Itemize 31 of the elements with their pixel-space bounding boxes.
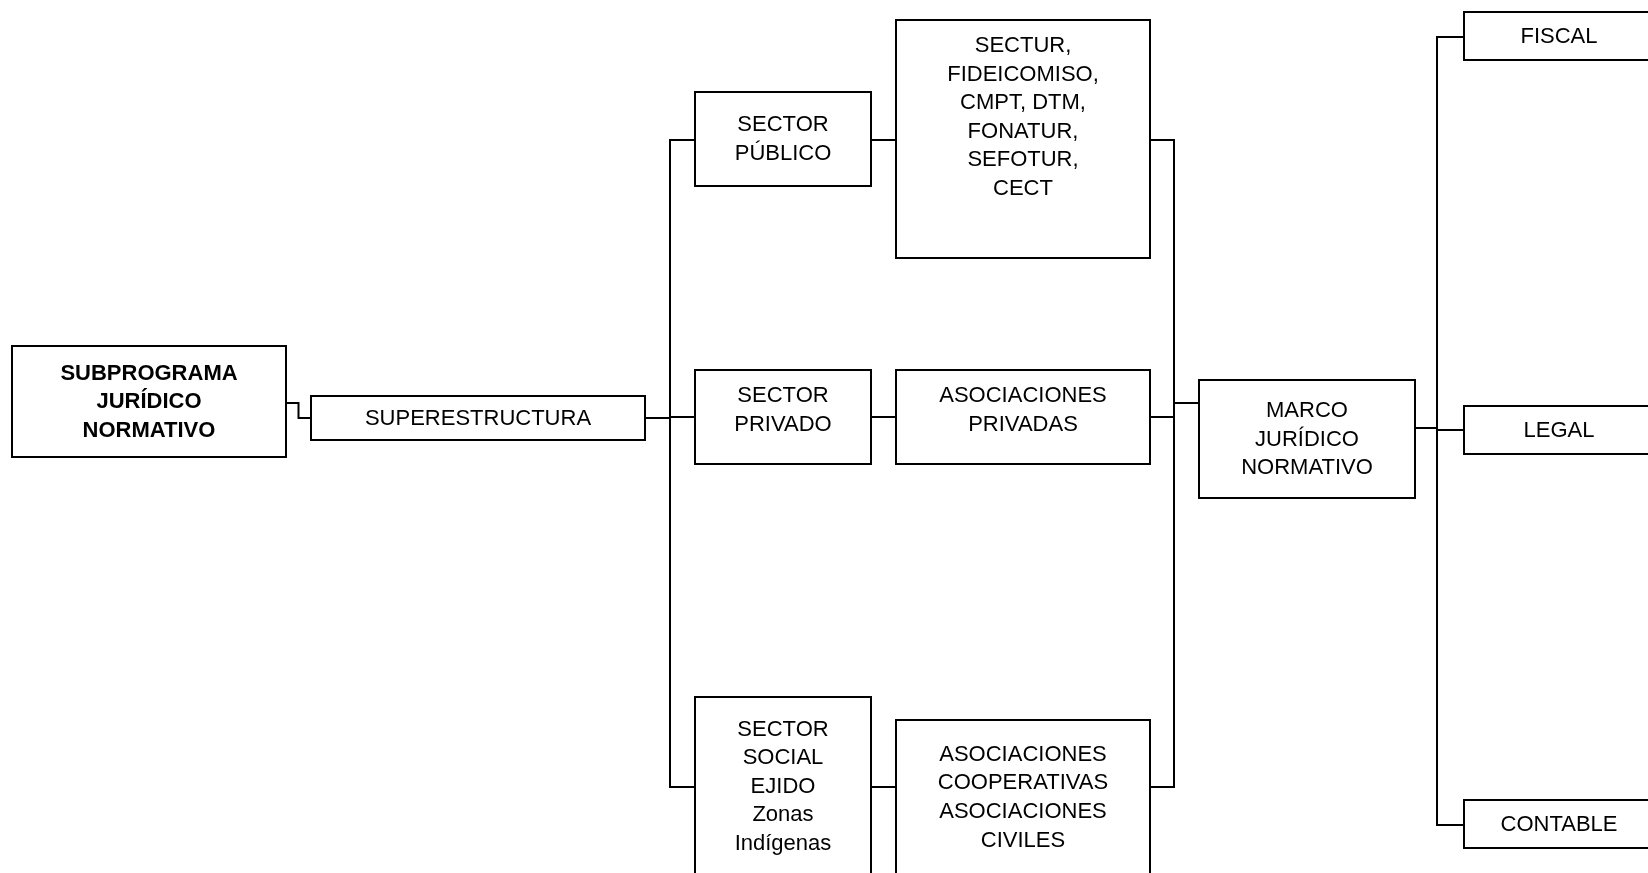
connector-line (871, 786, 896, 788)
process-box (310, 395, 646, 441)
box-label: ASOCIACIONES CIVILES (938, 797, 1108, 854)
box-label: SECTOR SOCIAL (736, 714, 830, 772)
box-label: SECTOR PRIVADO (733, 381, 833, 438)
box-label: SECTUR, FIDEICOMISO, CMPT, DTM, FONATUR, SEFOTUR, CECT (946, 31, 1100, 202)
box-label: SUPERESTRUCTURA (364, 403, 592, 432)
process-box (895, 369, 1151, 465)
process-box (1463, 405, 1648, 455)
process-box (694, 91, 872, 187)
process-box (1198, 379, 1416, 499)
process-box (11, 345, 287, 458)
process-box (1463, 799, 1648, 849)
process-box (694, 696, 872, 873)
box-label: MARCO JURÍDICO NORMATIVO (1240, 396, 1374, 482)
box-label: SUBPROGRAMA JURÍDICO NORMATIVO (59, 358, 239, 444)
box-label: EJIDO (750, 771, 816, 800)
connector-line (286, 402, 311, 419)
box-label: Zonas Indígenas (733, 800, 833, 857)
box-label: ASOCIACIONES COOPERATIVAS (936, 739, 1110, 797)
box-label: LEGAL (1523, 415, 1595, 444)
process-box (895, 19, 1151, 259)
box-label: ASOCIACIONES PRIVADAS (938, 381, 1108, 438)
connector-line (871, 416, 896, 418)
process-box (895, 719, 1151, 873)
box-label: FISCAL (1520, 21, 1598, 50)
box-label: SECTOR PÚBLICO (733, 110, 833, 167)
connector-line (871, 139, 896, 141)
box-label: CONTABLE (1500, 809, 1618, 838)
process-box (694, 369, 872, 465)
process-box (1463, 11, 1648, 61)
